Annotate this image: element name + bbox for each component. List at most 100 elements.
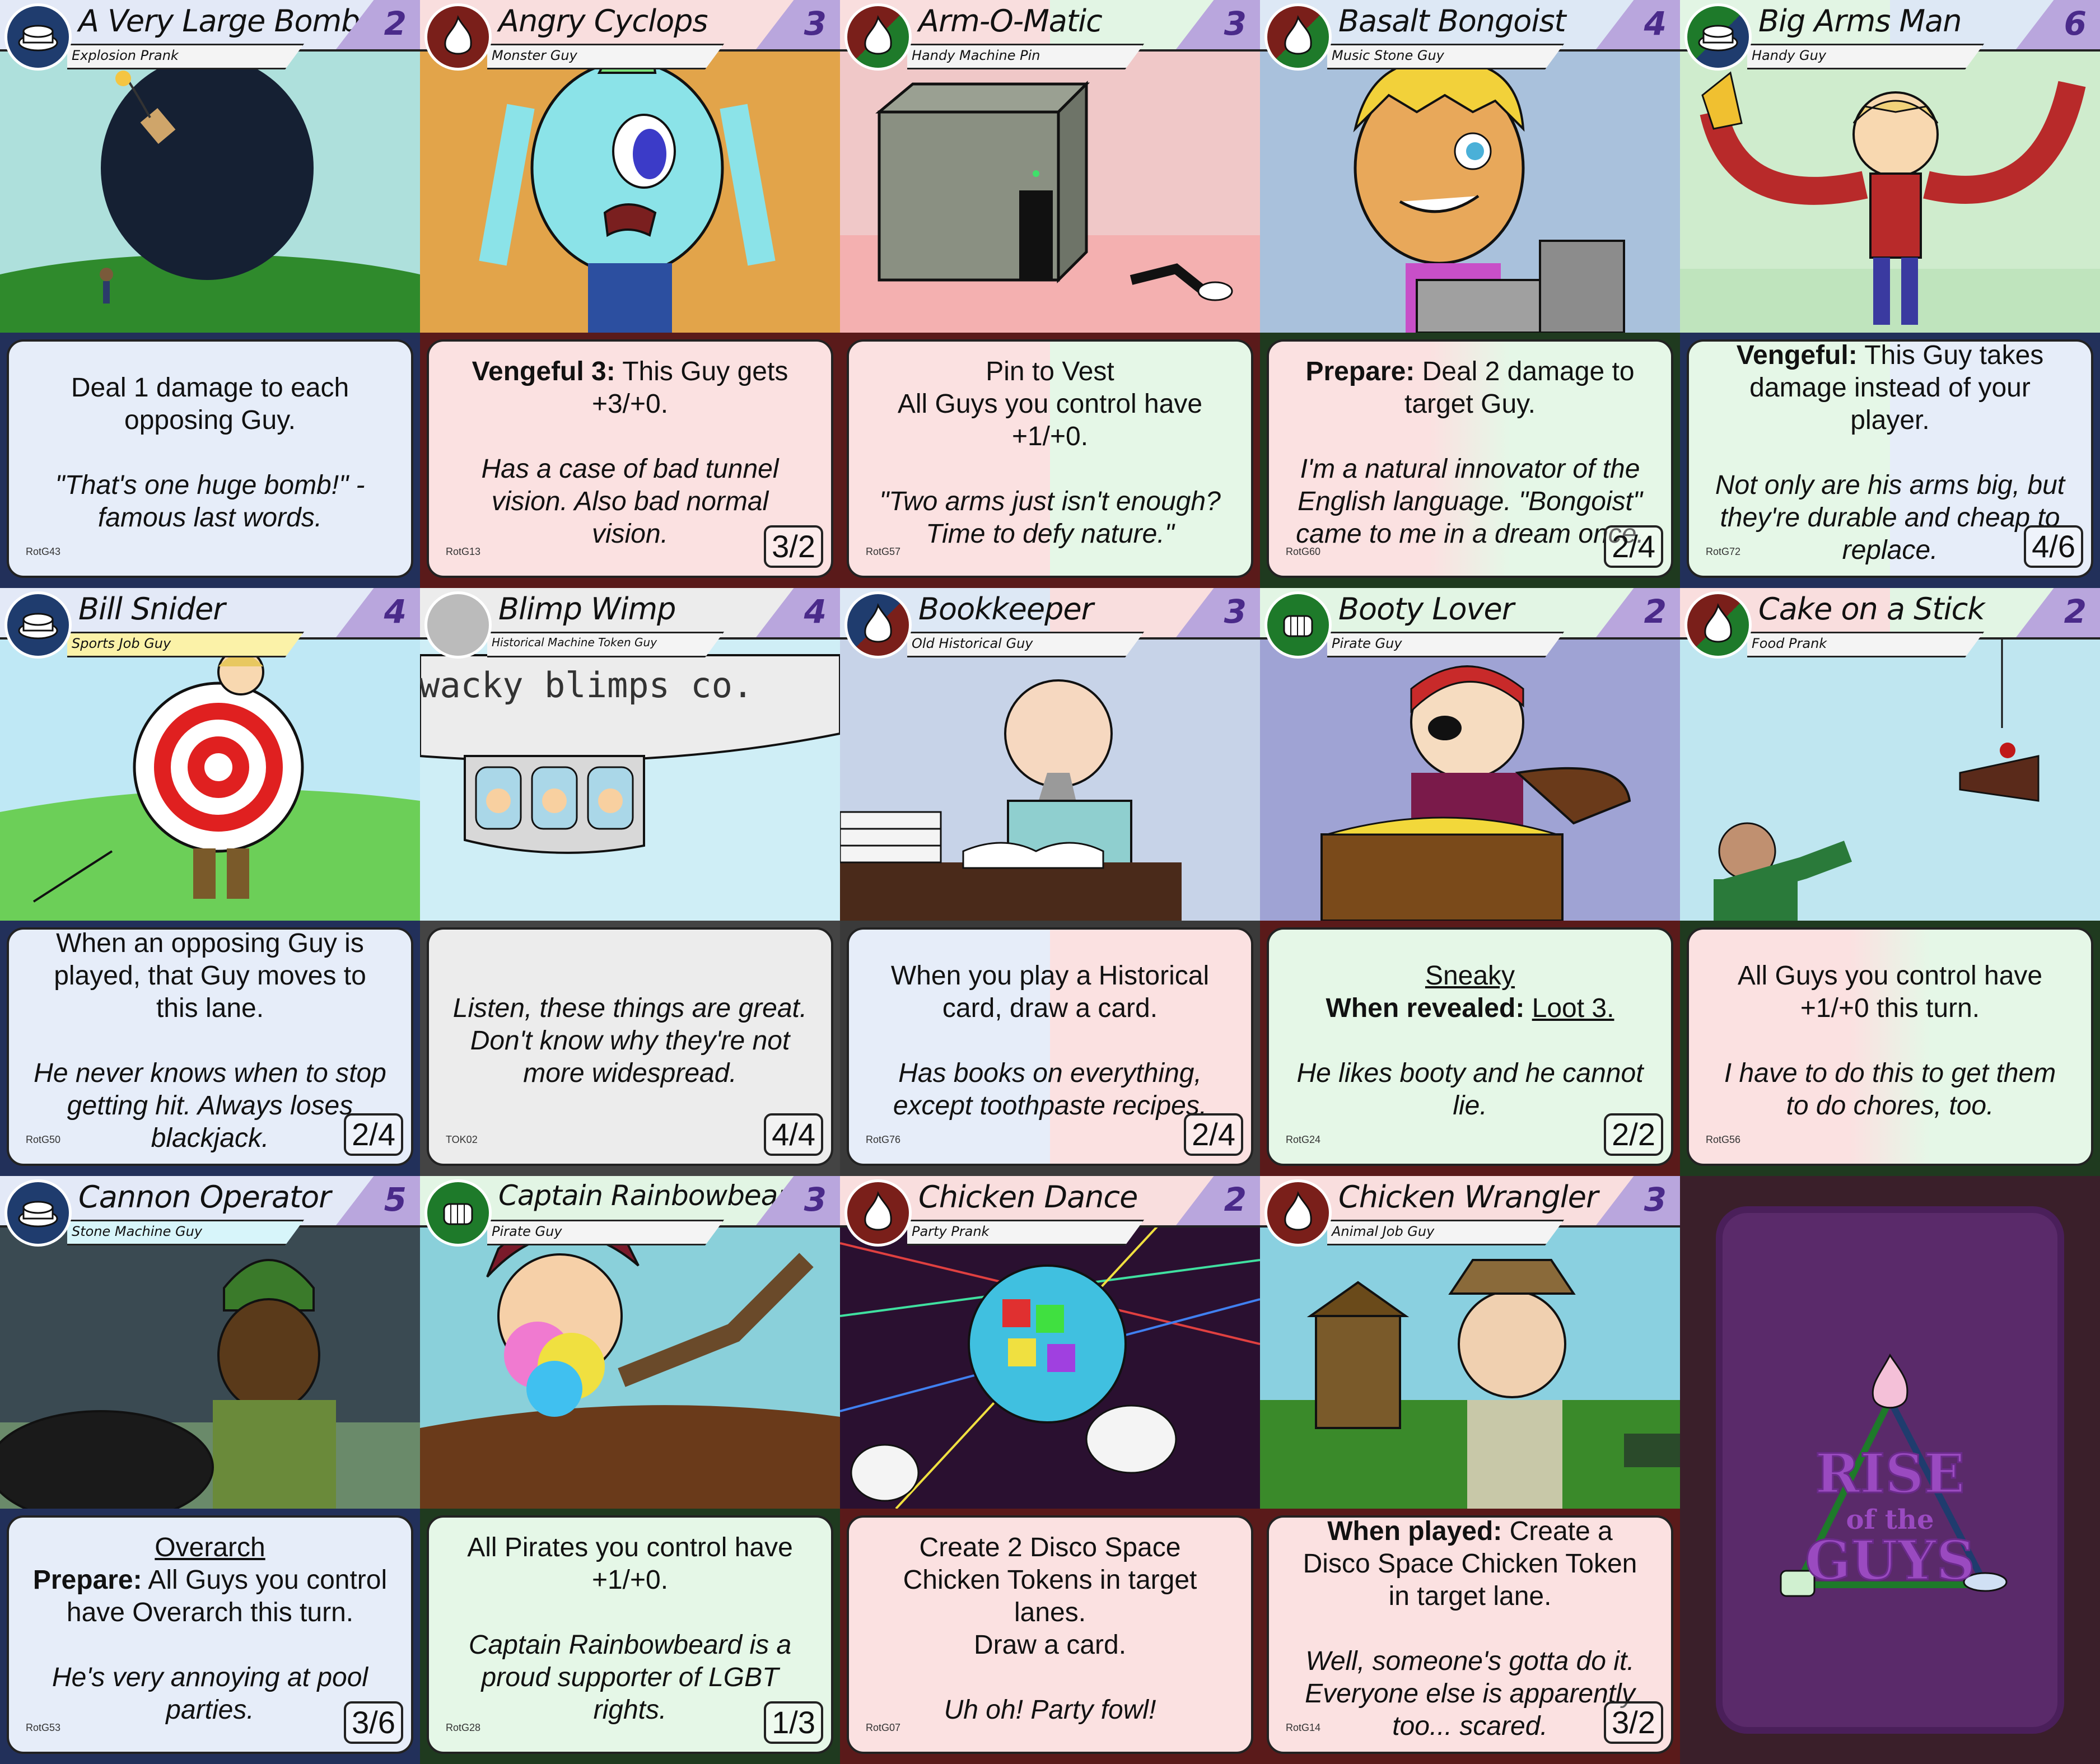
rules-text: Create a Disco Space Chicken Token in ta…: [1303, 1516, 1637, 1611]
card-cake-on-a-stick[interactable]: Cake on a Stick 2 Food Prank All Guys yo…: [1680, 588, 2100, 1176]
subtype-bar: Stone Machine Guy: [67, 1220, 304, 1245]
fire-fist-icon: [1264, 3, 1332, 71]
rules-line: Vengeful: This Guy takes damage instead …: [1711, 339, 2069, 437]
rules-text: All Guys you control have Overarch this …: [66, 1565, 388, 1627]
flavor-text: Captain Rainbowbeard is a proud supporte…: [468, 1630, 792, 1725]
card-code: RotG13: [446, 546, 481, 557]
card-cost: 4: [1644, 4, 1667, 43]
card-code: RotG07: [866, 1722, 901, 1733]
card-a-very-large-bomb[interactable]: A Very Large Bomb 2 Explosion Prank Deal…: [0, 0, 420, 588]
power-toughness: 2/4: [1604, 525, 1663, 568]
card-title: Chicken Dance: [918, 1179, 1138, 1215]
card-code: RotG28: [446, 1722, 481, 1733]
card-chicken-dance[interactable]: Chicken Dance 2 Party Prank Create 2 Dis…: [840, 1176, 1260, 1764]
subtype-bar: Handy Guy: [1747, 44, 1984, 69]
cost-tab: 6: [2016, 0, 2100, 49]
button-icon: [1963, 1572, 2008, 1592]
card-subtype: Animal Job Guy: [1332, 1224, 1435, 1239]
blimp-logo-text: wacky blimps co.: [420, 665, 753, 706]
flavor-text: "That's one huge bomb!" - famous last wo…: [55, 470, 365, 533]
card-code: RotG57: [866, 546, 901, 557]
card-title: A Very Large Bomb: [78, 3, 360, 39]
card-code: RotG56: [1706, 1134, 1741, 1145]
card-bill-snider[interactable]: Bill Snider 4 Sports Job Guy When an opp…: [0, 588, 420, 1176]
power-toughness: 2/4: [344, 1113, 403, 1156]
flavor-text: Has a case of bad tunnel vision. Also ba…: [481, 454, 779, 549]
card-code: RotG50: [26, 1134, 61, 1145]
subtype-bar: Pirate Guy: [487, 1220, 724, 1245]
card-subtype: Handy Machine Pin: [912, 48, 1040, 63]
logo-rise: RISE: [1815, 1442, 1964, 1505]
subtype-bar: Explosion Prank: [67, 44, 304, 69]
card-code: RotG60: [1286, 546, 1321, 557]
rules-text-panel: Pin to Vest All Guys you control have +1…: [847, 339, 1253, 578]
power-toughness: 3/2: [764, 525, 823, 568]
rules-text-panel: When an opposing Guy is played, that Guy…: [7, 927, 413, 1166]
card-cost: 5: [384, 1180, 407, 1219]
power-toughness: 3/2: [1604, 1701, 1663, 1744]
card-cannon-operator[interactable]: Cannon Operator 5 Stone Machine Guy Over…: [0, 1176, 420, 1764]
cost-tab: 2: [1176, 1176, 1260, 1225]
keyword: Prepare:: [32, 1565, 142, 1595]
cost-tab: 2: [2016, 588, 2100, 637]
card-cost: 2: [1224, 1180, 1247, 1219]
card-title: Bill Snider: [78, 591, 225, 627]
card-art: [1680, 0, 2100, 333]
button-icon: [4, 591, 72, 659]
cost-tab: 4: [336, 588, 420, 637]
card-cost: 4: [804, 592, 827, 631]
card-chicken-wrangler[interactable]: Chicken Wrangler 3 Animal Job Guy When p…: [1260, 1176, 1680, 1764]
rules-text: Loot 3.: [1532, 993, 1614, 1023]
card-title: Cake on a Stick: [1758, 591, 1985, 627]
title-bar: Booty Lover 2: [1260, 588, 1680, 640]
card-cost: 3: [1224, 4, 1247, 43]
keyword-sneaky: Sneaky: [1425, 961, 1515, 991]
subtype-bar: Monster Guy: [487, 44, 724, 69]
button-icon: [4, 1179, 72, 1247]
subtype-bar: Old Historical Guy: [907, 632, 1144, 657]
card-subtype: Explosion Prank: [72, 48, 179, 63]
card-code: RotG43: [26, 546, 61, 557]
card-angry-cyclops[interactable]: Angry Cyclops 3 Monster Guy Vengeful 3: …: [420, 0, 840, 588]
card-subtype: Pirate Guy: [492, 1224, 562, 1239]
rules-line: When played: Create a Disco Space Chicke…: [1291, 1515, 1649, 1613]
card-basalt-bongoist[interactable]: Basalt Bongoist 4 Music Stone Guy Prepar…: [1260, 0, 1680, 588]
subtype-bar: Party Prank: [907, 1220, 1144, 1245]
card-title: Captain Rainbowbeard: [498, 1179, 806, 1212]
rules-text: All Guys you control have +1/+0.: [897, 389, 1203, 451]
flavor-text: He's very annoying at pool parties.: [52, 1663, 368, 1725]
title-bar: Basalt Bongoist 4: [1260, 0, 1680, 52]
card-bookkeeper[interactable]: Bookkeeper 3 Old Historical Guy When you…: [840, 588, 1260, 1176]
power-toughness: 4/6: [2024, 525, 2083, 568]
card-subtype: Party Prank: [912, 1224, 990, 1239]
card-blimp-wimp[interactable]: wacky blimps co. Blimp Wimp 4 Historical…: [420, 588, 840, 1176]
rules-text-panel: Vengeful: This Guy takes damage instead …: [1687, 339, 2093, 578]
cost-tab: 3: [1176, 588, 1260, 637]
rules-text-panel: When played: Create a Disco Space Chicke…: [1267, 1515, 1673, 1754]
rules-text: When you play a Historical card, draw a …: [890, 961, 1210, 1023]
subtype-bar: Handy Machine Pin: [907, 44, 1144, 69]
card-big-arms-man[interactable]: Big Arms Man 6 Handy Guy Vengeful: This …: [1680, 0, 2100, 588]
rules-text-panel: All Guys you control have +1/+0 this tur…: [1687, 927, 2093, 1166]
rules-text: When an opposing Guy is played, that Guy…: [54, 928, 366, 1023]
cost-tab: 3: [1596, 1176, 1680, 1225]
bongoist-illustration: [1260, 0, 1680, 333]
power-toughness: 4/4: [764, 1113, 823, 1156]
card-title: Angry Cyclops: [498, 3, 708, 39]
title-bar: Bookkeeper 3: [840, 588, 1260, 640]
card-captain-rainbowbeard[interactable]: Captain Rainbowbeard 3 Pirate Guy All Pi…: [420, 1176, 840, 1764]
rules-text: Draw a card.: [973, 1630, 1127, 1660]
cost-tab: 3: [756, 0, 840, 49]
card-booty-lover[interactable]: Booty Lover 2 Pirate Guy Sneaky When rev…: [1260, 588, 1680, 1176]
big-arms-illustration: [1680, 0, 2100, 333]
flavor-text: Uh oh! Party fowl!: [944, 1695, 1156, 1725]
fire-fist-icon: [844, 3, 912, 71]
card-code: RotG53: [26, 1722, 61, 1733]
card-arm-o-matic[interactable]: Arm-O-Matic 3 Handy Machine Pin Pin to V…: [840, 0, 1260, 588]
card-back[interactable]: RISE of the GUYS: [1680, 1176, 2100, 1764]
flavor-text: I'm a natural innovator of the English l…: [1296, 454, 1644, 549]
fire-icon: [844, 1179, 912, 1247]
fist-icon: [1264, 591, 1332, 659]
flavor-text: "Two arms just isn't enough? Time to def…: [879, 487, 1221, 549]
card-title: Bookkeeper: [918, 591, 1094, 627]
